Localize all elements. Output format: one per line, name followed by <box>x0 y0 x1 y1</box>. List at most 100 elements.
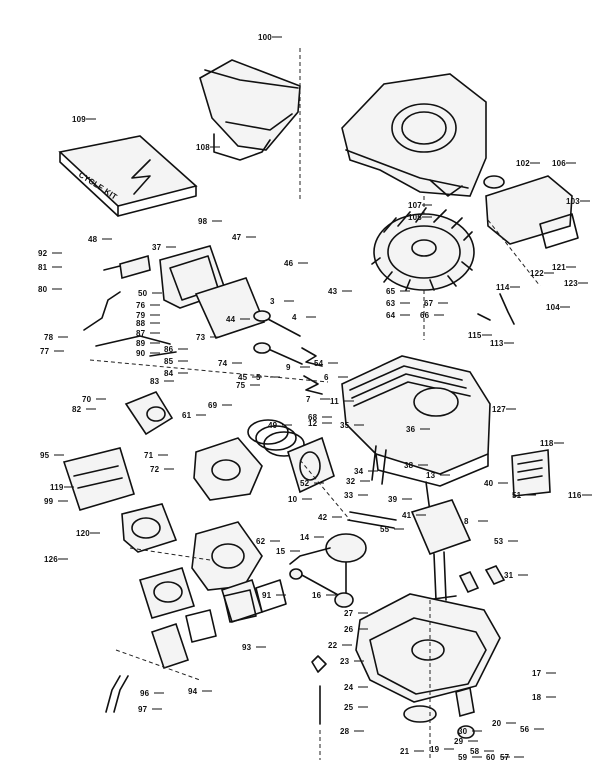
callout-21: 21 <box>400 747 410 756</box>
callout-53: 53 <box>494 537 504 546</box>
callout-116: 116 <box>568 491 582 500</box>
callout-39: 39 <box>388 495 398 504</box>
callout-85: 85 <box>164 357 174 366</box>
callout-36: 36 <box>406 425 416 434</box>
connecting-rod <box>289 568 354 608</box>
callout-25: 25 <box>344 703 354 712</box>
callout-16: 16 <box>312 591 322 600</box>
callout-28: 28 <box>340 727 350 736</box>
callout-96: 96 <box>140 689 150 698</box>
carburetor <box>124 391 263 501</box>
callout-94: 94 <box>188 687 198 696</box>
oil-dipstick <box>477 293 515 325</box>
callout-120: 120 <box>76 529 90 538</box>
callout-126: 126 <box>44 555 58 564</box>
callout-98: 98 <box>198 217 208 226</box>
camshaft <box>289 533 367 601</box>
callout-61: 61 <box>182 411 192 420</box>
callout-79: 79 <box>136 311 146 320</box>
callout-48: 48 <box>88 235 98 244</box>
callout-32: 32 <box>346 477 356 486</box>
callout-67: 67 <box>424 299 434 308</box>
cylinder-block <box>341 355 491 487</box>
callout-30: 30 <box>458 727 468 736</box>
callout-27: 27 <box>344 609 354 618</box>
callout-34: 34 <box>354 467 364 476</box>
piston <box>287 436 335 494</box>
gaskets-lower-left <box>150 579 287 670</box>
oil-fill-parts <box>311 655 475 739</box>
callout-122: 122 <box>530 269 544 278</box>
callout-26: 26 <box>344 625 354 634</box>
callout-11: 11 <box>330 397 339 406</box>
callout-83: 83 <box>150 377 160 386</box>
callout-13: 13 <box>426 471 436 480</box>
callout-75: 75 <box>236 381 246 390</box>
callout-92: 92 <box>38 249 48 258</box>
callout-123: 123 <box>564 279 578 288</box>
callout-66: 66 <box>420 311 430 320</box>
callout-109: 109 <box>72 115 86 124</box>
callout-31: 31 <box>504 571 514 580</box>
callout-90: 90 <box>136 349 146 358</box>
callout-51: 51 <box>512 491 522 500</box>
callout-10: 10 <box>288 495 298 504</box>
callout-47: 47 <box>232 233 242 242</box>
callout-99: 99 <box>44 497 54 506</box>
callout-54: 54 <box>314 359 324 368</box>
callout-50: 50 <box>138 289 148 298</box>
callout-6: 6 <box>324 373 329 382</box>
callout-95: 95 <box>40 451 50 460</box>
callout-14: 14 <box>300 533 310 542</box>
callout-12: 12 <box>308 419 318 428</box>
callout-119: 119 <box>50 483 64 492</box>
callout-8: 8 <box>464 517 469 526</box>
fuel-pump <box>138 567 196 619</box>
callout-88: 88 <box>136 319 146 328</box>
callout-87: 87 <box>136 329 146 338</box>
callout-4: 4 <box>292 313 297 322</box>
callout-74: 74 <box>218 359 228 368</box>
callout-29: 29 <box>454 737 464 746</box>
callout-89: 89 <box>136 339 146 348</box>
callout-103: 103 <box>566 197 580 206</box>
callout-35: 35 <box>340 421 350 430</box>
callout-23: 23 <box>340 657 350 666</box>
callout-121: 121 <box>552 263 566 272</box>
fuel-line <box>105 675 129 713</box>
callout-38: 38 <box>404 461 414 470</box>
callout-118: 118 <box>540 439 554 448</box>
air-filter <box>62 447 178 553</box>
callout-22: 22 <box>328 641 338 650</box>
callout-97: 97 <box>138 705 148 714</box>
callout-18: 18 <box>532 693 542 702</box>
callout-58: 58 <box>470 747 480 756</box>
callout-72: 72 <box>150 465 160 474</box>
callout-15: 15 <box>276 547 286 556</box>
callout-49: 49 <box>268 421 278 430</box>
callout-43: 43 <box>328 287 338 296</box>
flywheel <box>371 207 475 291</box>
crankshaft <box>410 481 472 601</box>
fuel-tank <box>191 521 263 624</box>
callout-62: 62 <box>256 537 266 546</box>
callout-104: 104 <box>546 303 560 312</box>
callout-41: 41 <box>402 511 412 520</box>
callout-40: 40 <box>484 479 494 488</box>
callout-71: 71 <box>144 451 154 460</box>
callout-77: 77 <box>40 347 50 356</box>
callout-17: 17 <box>532 669 542 678</box>
callout-3: 3 <box>270 297 275 306</box>
callout-9: 9 <box>286 363 291 372</box>
breather-cover <box>159 245 266 339</box>
callout-52: 52 <box>300 479 310 488</box>
callout-108: 108 <box>196 143 210 152</box>
callout-73: 73 <box>196 333 206 342</box>
callout-100: 100 <box>258 33 272 42</box>
callout-20: 20 <box>492 719 502 728</box>
air-cleaner-cover <box>199 59 301 161</box>
callout-84: 84 <box>164 369 174 378</box>
callout-37: 37 <box>152 243 162 252</box>
callout-65: 65 <box>386 287 396 296</box>
